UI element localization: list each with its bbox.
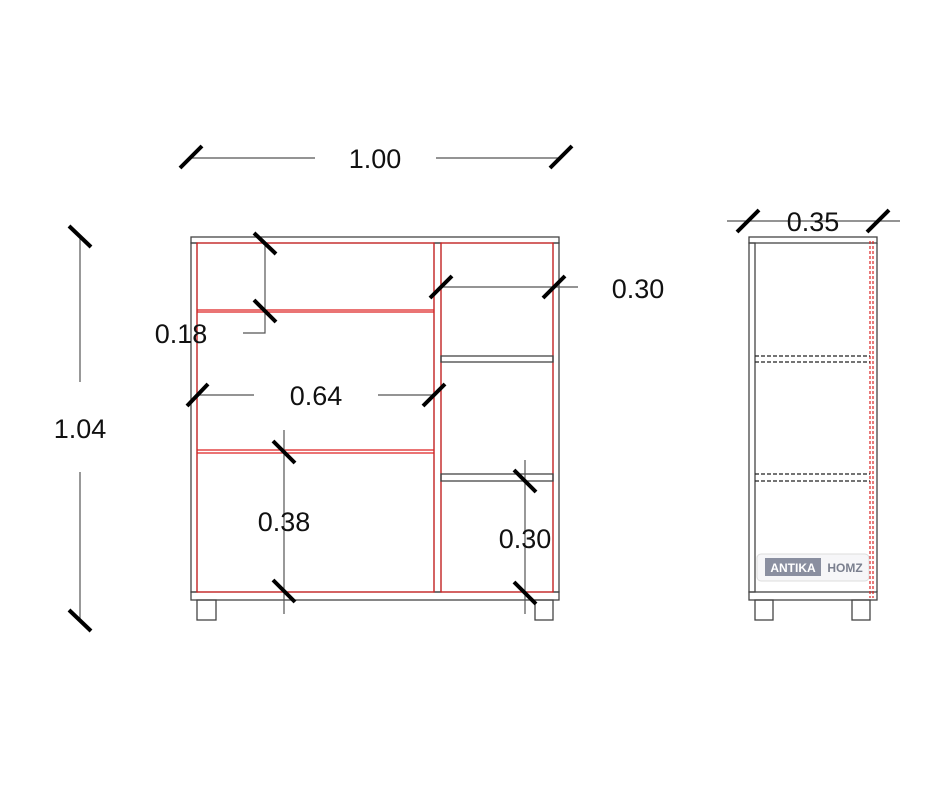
leg xyxy=(196,599,217,621)
height-dimension: 1.04 xyxy=(54,224,107,633)
leg xyxy=(754,599,774,621)
side-view: 0.35 xyxy=(727,207,900,621)
top-shelf-label: 0.18 xyxy=(155,319,208,349)
width-label: 1.00 xyxy=(349,144,402,174)
leg xyxy=(851,599,871,621)
left-lower-dimension: 0.38 xyxy=(258,430,311,614)
left-lower-label: 0.38 xyxy=(258,507,311,537)
right-width-dimension: 0.30 xyxy=(428,274,665,304)
top-shelf-dimension: 0.18 xyxy=(155,231,278,349)
width-dimension: 1.00 xyxy=(178,144,574,174)
left-width-dimension: 0.64 xyxy=(185,381,447,411)
front-view xyxy=(190,236,560,621)
left-width-label: 0.64 xyxy=(290,381,343,411)
height-label: 1.04 xyxy=(54,414,107,444)
depth-label: 0.35 xyxy=(787,207,840,237)
right-width-label: 0.30 xyxy=(612,274,665,304)
logo-text-homz: HOMZ xyxy=(827,561,862,575)
logo-text-antika: ANTIKA xyxy=(770,561,816,575)
leg xyxy=(534,599,554,621)
right-lower-dimension: 0.30 xyxy=(499,460,552,614)
right-lower-label: 0.30 xyxy=(499,524,552,554)
brand-logo: ANTIKA HOMZ xyxy=(756,553,870,582)
